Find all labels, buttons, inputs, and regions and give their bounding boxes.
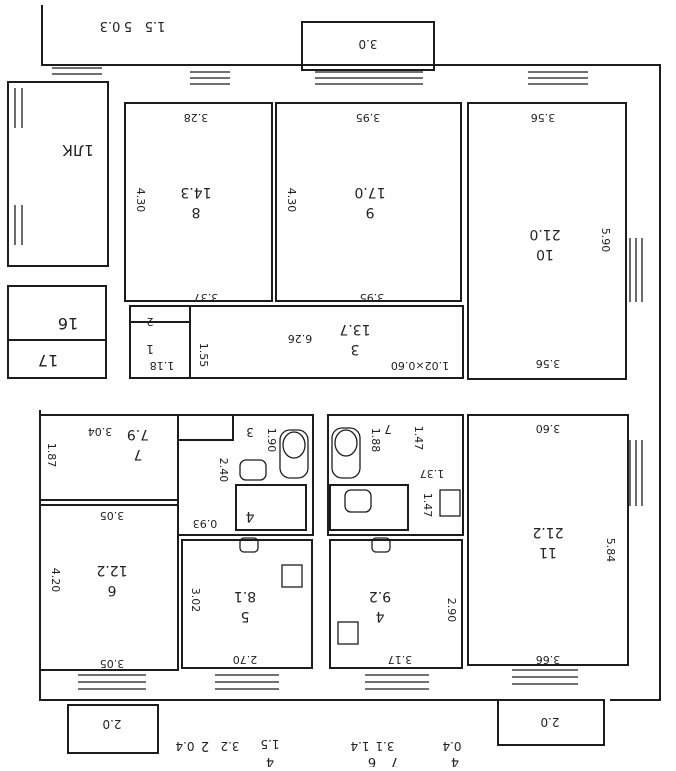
dim-label: 1.90 <box>265 428 278 453</box>
room-number: 8 <box>192 204 201 220</box>
room-area: 9.2 <box>369 588 391 604</box>
dim-label: 4.30 <box>285 188 298 213</box>
dim-label: 3.60 <box>536 422 561 435</box>
sink-left <box>239 459 267 481</box>
room-number-16: 16 <box>58 314 78 333</box>
room-number: 7 <box>134 446 143 462</box>
outer-wall <box>41 5 661 701</box>
room-area: 12.2 <box>96 562 127 578</box>
room-area: 21.2 <box>532 524 563 540</box>
room-number: 5 <box>241 608 250 624</box>
bottom-label: 7 <box>391 754 399 767</box>
dim-label: 3.05 <box>100 509 125 522</box>
bottom-label: 4 <box>451 754 459 767</box>
outer-wall-bottom <box>39 410 605 701</box>
toilet-left <box>279 429 309 479</box>
room-area: 14.3 <box>180 184 211 200</box>
room-1 <box>129 305 191 379</box>
room-9 <box>275 102 462 302</box>
room-number: 9 <box>366 204 375 220</box>
dim-label: 2.90 <box>445 598 458 623</box>
room-16-block <box>7 285 107 379</box>
room-number: 4 <box>375 608 384 624</box>
room-number: 2 <box>147 315 154 328</box>
dim-label: 1.02×0.60 <box>391 359 449 372</box>
dim-label: 3.66 <box>536 653 561 666</box>
dim-label: 3.56 <box>536 357 561 370</box>
dim-label: 1.37 <box>420 467 445 480</box>
room-6 <box>39 504 179 671</box>
room-area: 17.0 <box>354 184 385 200</box>
room-5 <box>181 539 313 669</box>
room-number: 11 <box>539 544 557 560</box>
room-number-17: 17 <box>38 351 58 370</box>
dim-label: 1.55 <box>197 343 210 368</box>
dim-label: 3.05 <box>100 657 125 670</box>
bottom-label: 3.1 <box>375 739 394 753</box>
bottom-label: 1.4 <box>350 739 369 753</box>
dim-label: 1.88 <box>369 428 382 453</box>
top-label: 5 <box>124 18 132 33</box>
dim-label: 1.18 <box>150 359 175 372</box>
dim-label: 1.47 <box>412 426 425 451</box>
bath-right <box>327 414 464 536</box>
room-area: 7.9 <box>127 426 149 442</box>
balcony-label: 2.0 <box>540 715 559 729</box>
dim-label: 2.40 <box>217 458 230 483</box>
bottom-label: 2 <box>201 738 209 753</box>
dim-label: 6.26 <box>288 332 313 345</box>
bottom-label: 4 <box>266 754 274 767</box>
dim-label: 4.20 <box>49 568 62 593</box>
top-label: 0.3 <box>100 18 121 33</box>
dim-label: 3.37 <box>194 291 219 304</box>
dim-label: 4.30 <box>134 188 147 213</box>
bottom-label: 6 <box>368 754 376 767</box>
dim-label: 3.17 <box>388 653 413 666</box>
room-number: 6 <box>107 582 116 598</box>
room-10 <box>467 102 627 380</box>
balcony-label: 2.0 <box>102 717 121 731</box>
balcony-left <box>67 704 159 754</box>
dim-label: 1.47 <box>421 493 434 518</box>
room-number: 3 <box>246 425 254 439</box>
dim-label: 3.02 <box>189 588 202 613</box>
room-area: 13.7 <box>339 321 370 337</box>
room-number: 10 <box>536 246 554 262</box>
dim-label: 0.93 <box>193 517 218 530</box>
room-number: 1 <box>146 342 154 356</box>
stair-block <box>7 81 109 267</box>
balcony-right <box>497 699 605 746</box>
room-4 <box>329 539 463 669</box>
dim-label: 3.56 <box>531 111 556 124</box>
balcony-label: 3.0 <box>358 37 377 51</box>
room-number: 7 <box>384 422 392 436</box>
room-8 <box>124 102 273 302</box>
radiator-right <box>337 621 359 645</box>
bottom-label: 1.5 <box>260 737 279 751</box>
dim-label: 5.84 <box>604 538 617 563</box>
radiator-left <box>281 564 303 588</box>
dim-label: 3.28 <box>184 111 209 124</box>
room-area: 8.1 <box>234 588 256 604</box>
dim-label: 1.87 <box>45 443 58 468</box>
toilet-right <box>331 427 361 479</box>
top-label: 1.5 <box>145 18 166 33</box>
room-area: 21.0 <box>529 226 560 242</box>
bath-left <box>177 414 314 536</box>
dim-label: 3.95 <box>356 111 381 124</box>
dim-label: 3.95 <box>360 291 385 304</box>
room-number: 3 <box>351 341 360 357</box>
bottom-label: 3.2 <box>220 739 239 753</box>
dim-label: 5.90 <box>599 228 612 253</box>
dim-label: 3.04 <box>88 425 113 438</box>
bottom-label: 0.4 <box>175 739 194 753</box>
bottom-label: 0.4 <box>442 739 461 753</box>
room-11 <box>467 414 629 666</box>
room-number: 4 <box>245 508 254 524</box>
stair-label: 1ЛК <box>62 141 94 159</box>
top-balcony <box>301 21 435 71</box>
dim-label: 2.70 <box>233 653 258 666</box>
